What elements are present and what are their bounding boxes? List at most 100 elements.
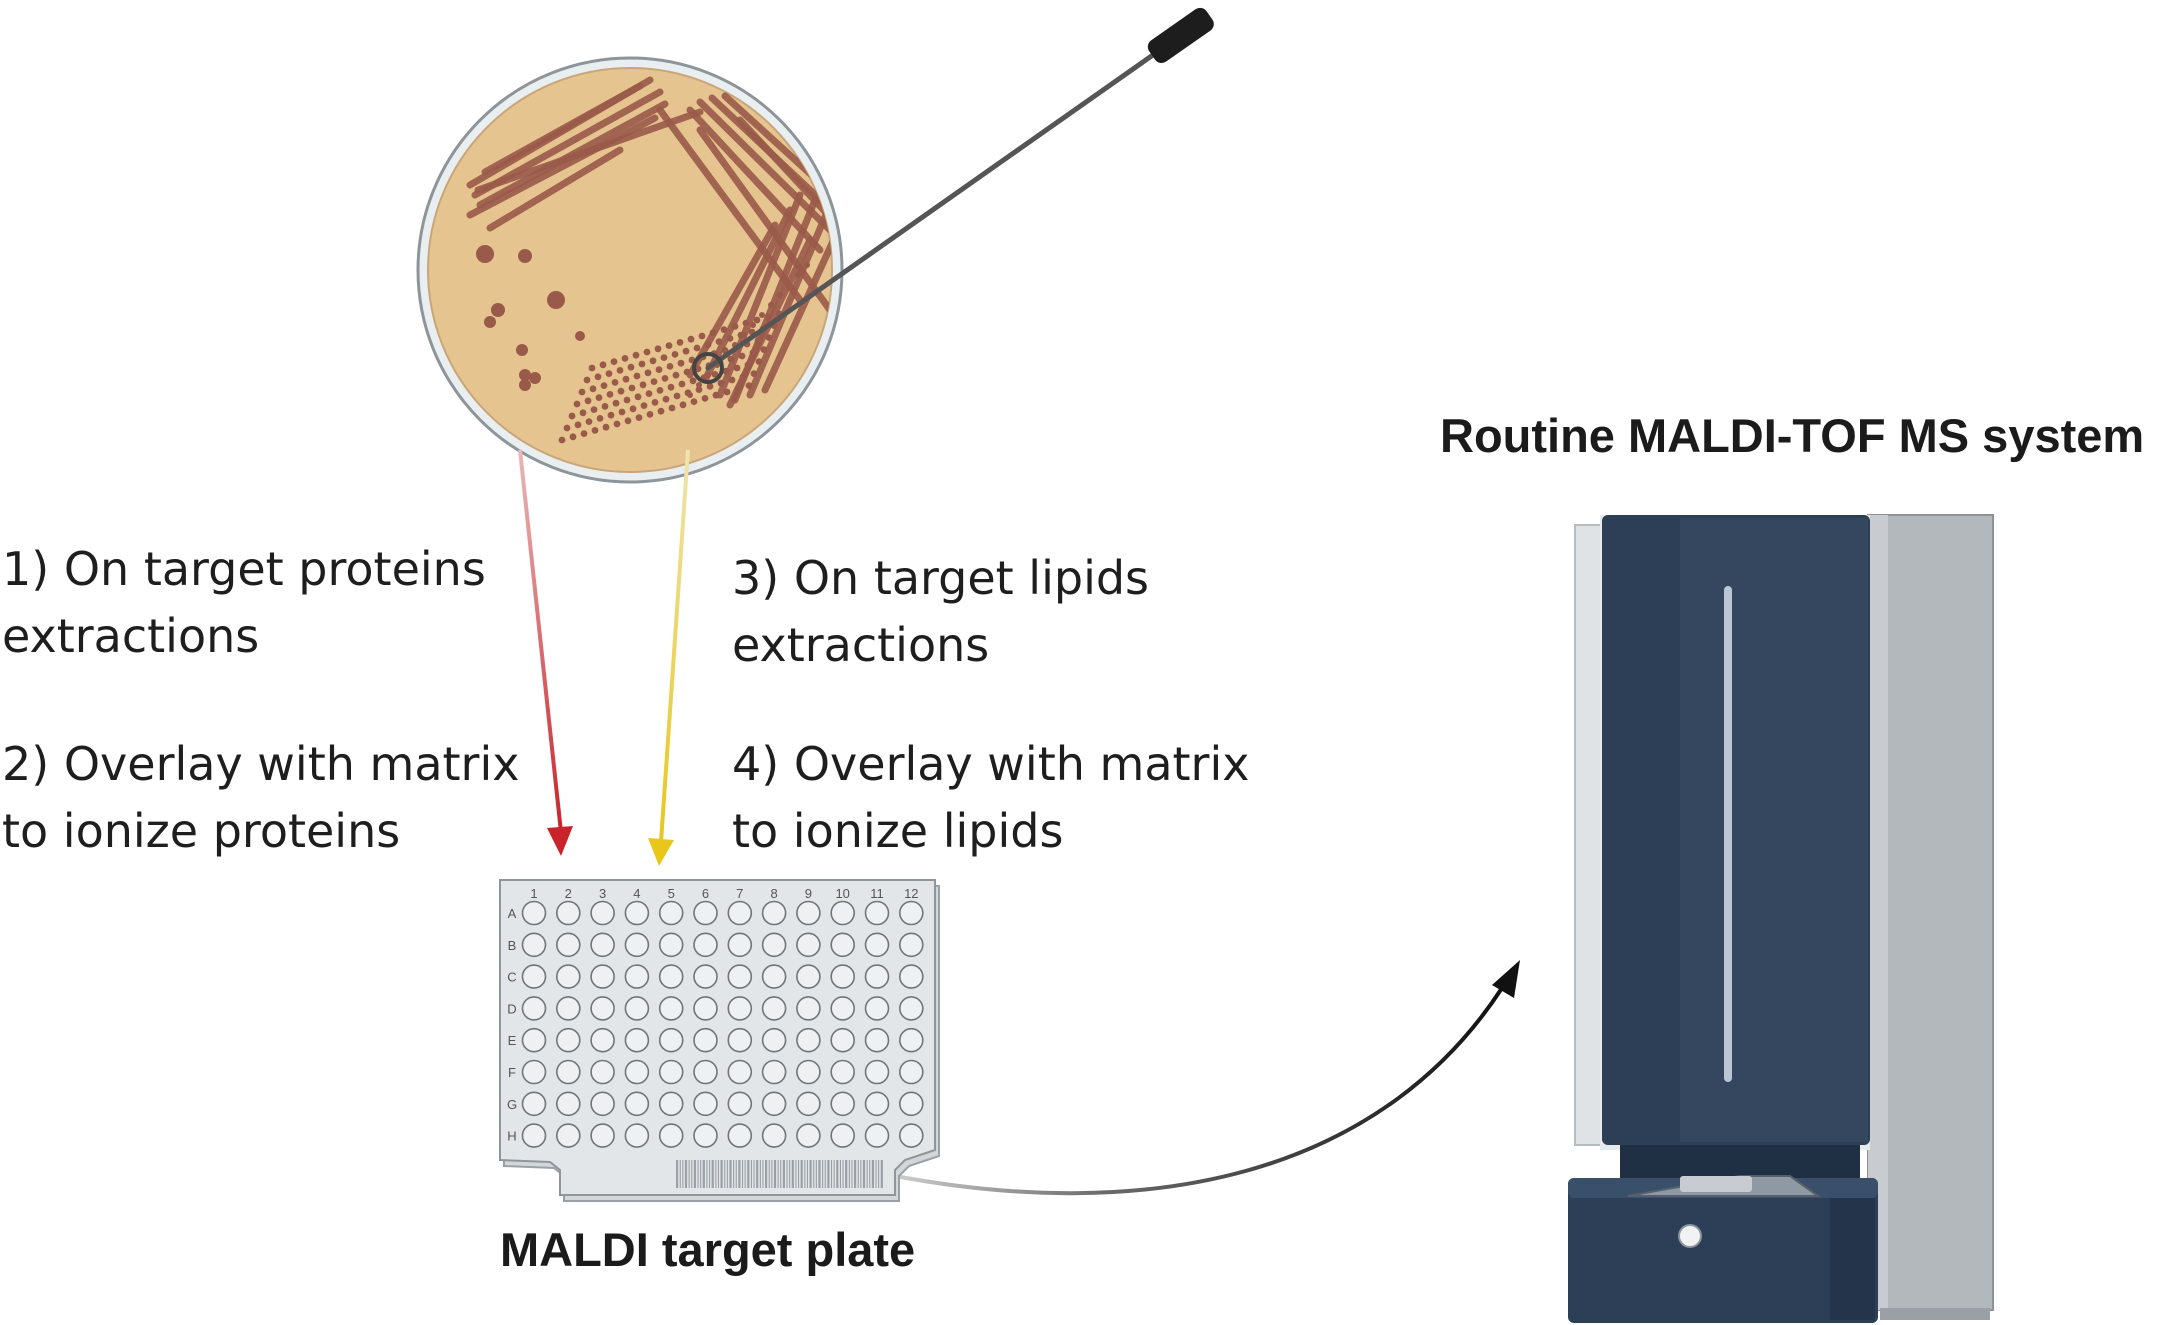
plate-well (864, 1091, 890, 1117)
plate-well (830, 1059, 856, 1085)
plate-well (727, 1027, 753, 1053)
plate-well (864, 964, 890, 989)
plate-well (898, 964, 924, 989)
plate-well (796, 932, 821, 958)
plate-well (693, 996, 718, 1021)
plate-well (555, 1091, 581, 1117)
plate-well (898, 1091, 924, 1117)
plate-column-label: 2 (565, 886, 572, 901)
plate-well (590, 996, 615, 1021)
step-3-label: 3) On target lipids extractions (732, 545, 1149, 679)
plate-well (590, 900, 615, 926)
plate-column-label: 6 (702, 886, 709, 901)
plate-well (590, 964, 615, 989)
plate-well (521, 932, 547, 958)
plate-well (658, 900, 684, 926)
plate-well (521, 1123, 547, 1148)
plate-well (624, 1123, 650, 1148)
plate-well (590, 1123, 615, 1148)
bacterial-streaks (466, 76, 832, 409)
plate-column-label: 5 (668, 886, 675, 901)
plate-well (555, 996, 581, 1021)
plate-well (555, 1123, 581, 1148)
plate-well (830, 964, 856, 989)
plate-well (864, 1123, 890, 1148)
plate-well (727, 900, 753, 926)
plate-well (658, 1123, 684, 1148)
plate-column-label: 11 (870, 886, 884, 901)
plate-well (590, 1027, 615, 1053)
plate-column-label: 8 (770, 886, 777, 901)
step-3-line-2: extractions (732, 618, 990, 672)
plate-well (624, 900, 650, 926)
plate-well (624, 964, 650, 989)
plate-well (796, 1059, 821, 1085)
plate-well (624, 1027, 650, 1053)
plate-column-label: 12 (904, 886, 918, 901)
step-2-line-2: to ionize proteins (2, 804, 401, 858)
plate-well (624, 996, 650, 1021)
plate-well (830, 996, 856, 1021)
maldi-tof-instrument (1568, 514, 1994, 1323)
plate-well (658, 1027, 684, 1053)
step-1-line-1: 1) On target proteins (2, 542, 486, 596)
transfer-arrow (889, 960, 1520, 1196)
step-2-line-1: 2) Overlay with matrix (2, 737, 520, 791)
plate-well (693, 900, 718, 926)
plate-well (658, 964, 684, 989)
instrument-base (1568, 1178, 1878, 1323)
plate-well (658, 1091, 684, 1117)
lipid-extraction-arrow (648, 449, 690, 866)
plate-well (761, 1123, 787, 1148)
plate-well (864, 1059, 890, 1085)
plate-well (727, 1059, 753, 1085)
plate-well (693, 1027, 718, 1053)
step-1-line-2: extractions (2, 609, 260, 663)
plate-well (830, 900, 856, 926)
plate-well (796, 964, 821, 989)
plate-row-label: A (508, 906, 517, 921)
plate-column-label: 7 (736, 886, 743, 901)
plate-column-label: 9 (805, 886, 812, 901)
plate-well (761, 1027, 787, 1053)
step-4-label: 4) Overlay with matrix to ionize lipids (732, 731, 1249, 865)
plate-caption: MALDI target plate (500, 1223, 916, 1276)
plate-well (521, 900, 547, 926)
plate-well (796, 900, 821, 926)
plate-well (864, 932, 890, 958)
plate-well (898, 1027, 924, 1053)
step-4-line-2: to ionize lipids (732, 804, 1064, 858)
step-1-label: 1) On target proteins extractions (2, 536, 486, 670)
plate-column-label: 4 (633, 886, 640, 901)
system-caption: Routine MALDI-TOF MS system (1440, 409, 2145, 462)
plate-row-label: F (508, 1065, 516, 1080)
plate-well (727, 996, 753, 1021)
plate-well (555, 1059, 581, 1085)
plate-row-label: G (507, 1097, 517, 1112)
plate-well (898, 900, 924, 926)
plate-well (658, 996, 684, 1021)
plate-well (624, 1059, 650, 1085)
plate-well (727, 1091, 753, 1117)
plate-well (727, 932, 753, 958)
plate-well (555, 932, 581, 958)
plate-well (796, 1091, 821, 1117)
plate-well (796, 1027, 821, 1053)
plate-well (521, 996, 547, 1021)
plate-well (693, 932, 718, 958)
plate-well (898, 996, 924, 1021)
plate-well (761, 996, 787, 1021)
plate-well (693, 1091, 718, 1117)
plate-well (830, 1091, 856, 1117)
step-2-label: 2) Overlay with matrix to ionize protein… (2, 731, 519, 865)
plate-well (521, 1091, 547, 1117)
plate-well (555, 1027, 581, 1053)
petri-dish (416, 56, 844, 484)
plate-well (761, 1059, 787, 1085)
plate-well (521, 1027, 547, 1053)
plate-well (898, 1123, 924, 1148)
power-button-icon (1678, 1224, 1702, 1248)
